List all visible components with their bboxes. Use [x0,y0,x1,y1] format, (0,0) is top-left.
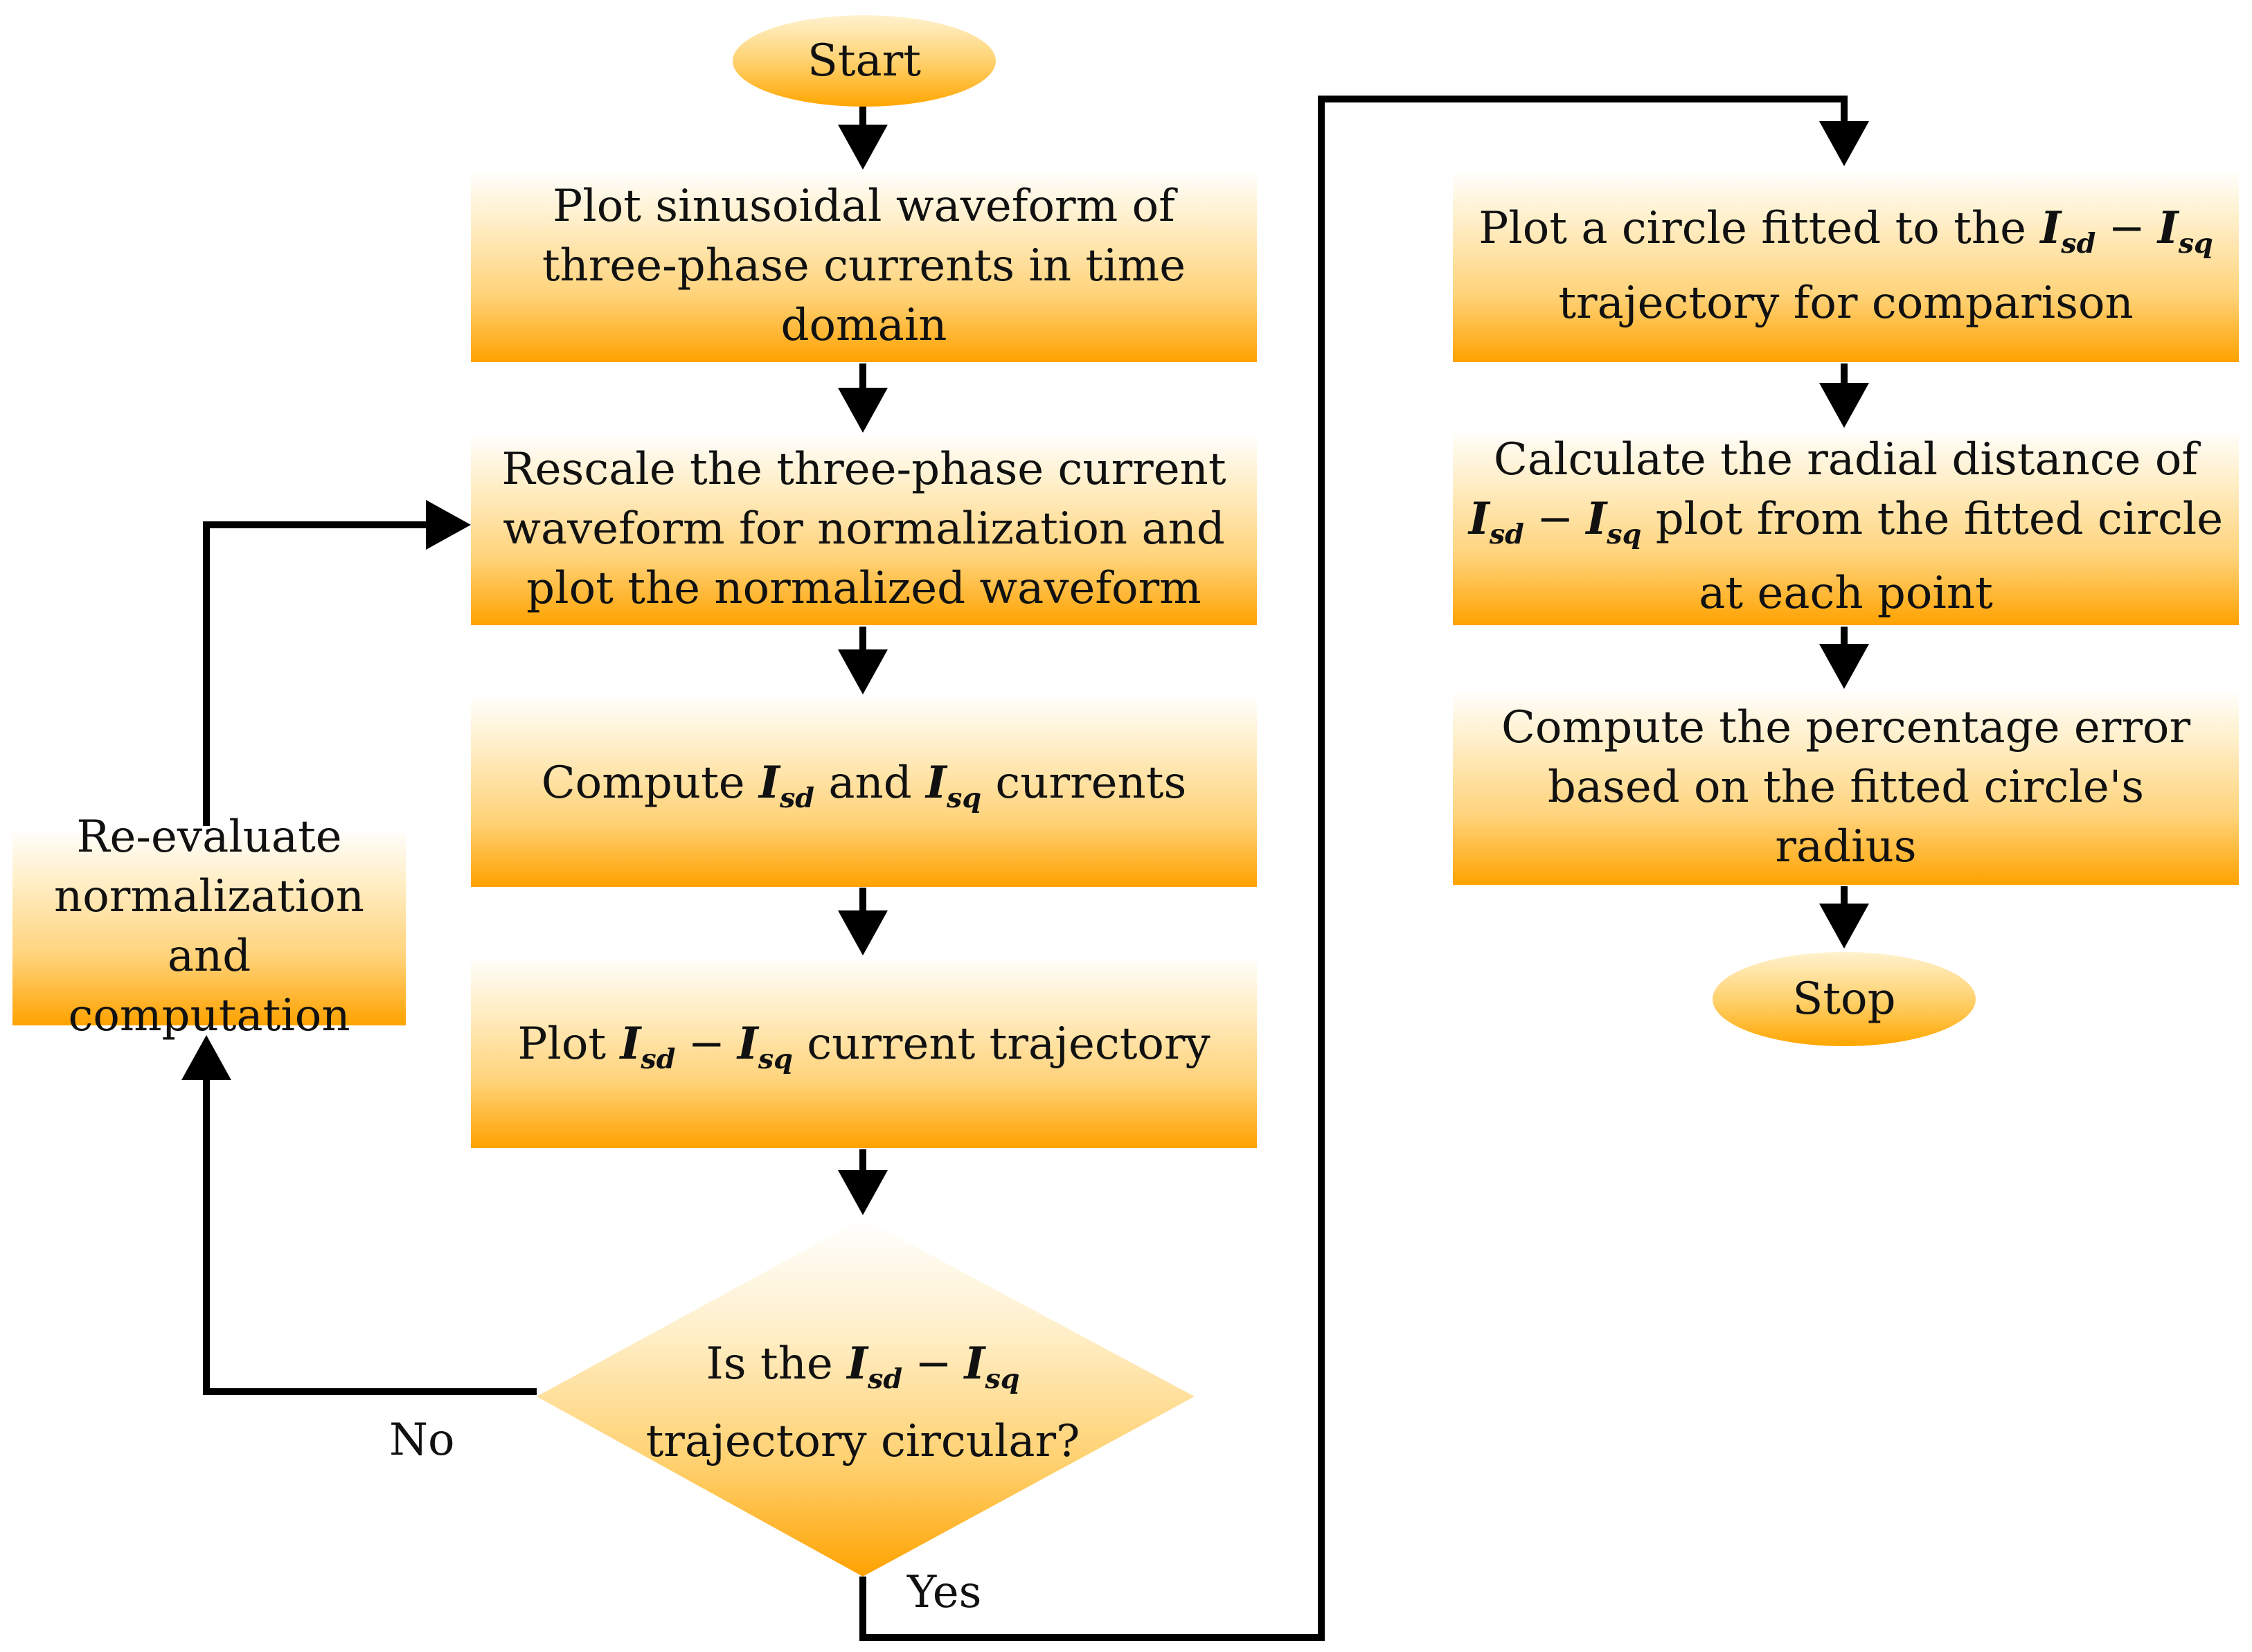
radial-line2: Isd−Isq plot from the fitted circle [1469,490,2223,564]
math-minus: − [1536,493,1574,545]
math-isd: Isd [620,1018,675,1075]
arrowhead [1819,904,1869,949]
fit-prefix: Plot a circle fitted to the [1478,203,2026,255]
rescale-text-line1: Rescale the three-phase current [501,444,1226,495]
math-subscript: sd [779,782,815,814]
yes-label: Yes [907,1567,982,1618]
compute-prefix: Compute [541,757,745,809]
radial-distance-box: Calculate the radial distance of Isd−Isq… [1453,428,2239,625]
start-terminal: Start [733,15,996,107]
compute-suffix: currents [995,757,1187,809]
arrowheads [181,121,1869,1215]
compute-and: and [828,757,912,809]
compute-currents-box: Compute Isd and Isq currents [471,694,1257,887]
math-subscript: sq [2178,227,2213,260]
decision-text: Is the Isd−Isq trajectory circular? [586,1333,1140,1473]
fit-circle-line1: Plot a circle fitted to the Isd−Isq [1478,199,2213,273]
fit-circle-line2: trajectory for comparison [1558,277,2134,329]
math-symbol: I [620,1018,641,1070]
math-isd: Isd [1468,492,1524,550]
math-isq: Isq [964,1338,1020,1395]
math-symbol: I [1586,492,1607,545]
reevaluate-box: Re-evaluate normalization and computatio… [12,811,406,1041]
no-label: No [389,1415,455,1466]
math-symbol: I [926,757,947,809]
math-subscript: sd [2061,227,2096,260]
math-subscript: sd [641,1043,676,1075]
math-symbol: I [847,1338,868,1390]
compute-currents-text: Compute Isd and Isq currents [542,753,1187,828]
reevaluate-text: Re-evaluate normalization and computatio… [54,811,364,1041]
math-isd: Isd [2040,202,2095,260]
percentage-error-text: Compute the percentage error based on th… [1501,701,2191,872]
arrowhead [838,910,888,955]
arrowhead [838,1170,888,1215]
math-isd: Isd [847,1338,902,1395]
plot-trajectory-box: Plot Isd−Isq current trajectory [471,955,1257,1148]
math-subscript: sd [1489,518,1524,550]
reeval-to-rescale-line [203,521,436,826]
math-isd: Isd [759,757,814,814]
arrowhead [838,388,888,433]
yes-branch-line [859,96,1848,1641]
rescale-text-line2: waveform for normalization and [503,503,1225,555]
math-minus: − [688,1018,725,1070]
arrowhead [1819,644,1869,689]
percentage-error-box: Compute the percentage error based on th… [1453,689,2239,885]
math-subscript: sd [868,1363,903,1395]
arrowhead [181,1035,231,1080]
arrowhead [838,125,888,170]
radial-line3: at each point [1699,568,1993,620]
radial-line1: Calculate the radial distance of [1493,433,2199,485]
math-subscript: sq [758,1043,793,1075]
decision-line2: trajectory circular? [645,1415,1080,1467]
arrowhead [1819,121,1869,166]
math-subscript: sq [946,782,982,814]
math-symbol: I [1468,492,1490,545]
math-subscript: sq [985,1363,1020,1395]
decision-line1: Is the Isd−Isq [586,1333,1140,1410]
decision-diamond [537,1219,1195,1577]
math-isq: Isq [926,757,981,814]
math-symbol: I [964,1338,985,1390]
math-isq: Isq [1586,492,1641,550]
arrowhead [1819,383,1869,428]
math-symbol: I [737,1018,758,1070]
rescale-text-line3: plot the normalized waveform [526,563,1201,614]
math-symbol: I [759,757,780,809]
stop-label: Stop [1792,973,1896,1025]
rescale-box: Rescale the three-phase current waveform… [471,433,1257,625]
math-symbol: I [2040,202,2062,255]
no-branch-line [203,1080,537,1395]
arrowhead [838,649,888,694]
plot-suffix: current trajectory [807,1018,1210,1070]
radial-suffix: plot from the fitted circle [1655,493,2224,545]
math-isq: Isq [737,1018,793,1075]
plot-prefix: Plot [517,1018,607,1070]
math-subscript: sq [1607,518,1642,550]
math-symbol: I [2157,202,2179,255]
stop-terminal: Stop [1713,952,1976,1046]
math-minus: − [2108,203,2145,255]
math-minus: − [915,1338,952,1390]
plot-waveform-box: Plot sinusoidal waveform of three-phase … [471,170,1257,362]
fit-circle-box: Plot a circle fitted to the Isd−Isq traj… [1453,170,2239,362]
math-isq: Isq [2157,202,2213,260]
start-label: Start [807,35,922,87]
arrowhead [426,500,471,550]
decision-prefix: Is the [706,1338,833,1390]
plot-trajectory-text: Plot Isd−Isq current trajectory [517,1014,1210,1089]
plot-waveform-text: Plot sinusoidal waveform of three-phase … [542,181,1186,351]
